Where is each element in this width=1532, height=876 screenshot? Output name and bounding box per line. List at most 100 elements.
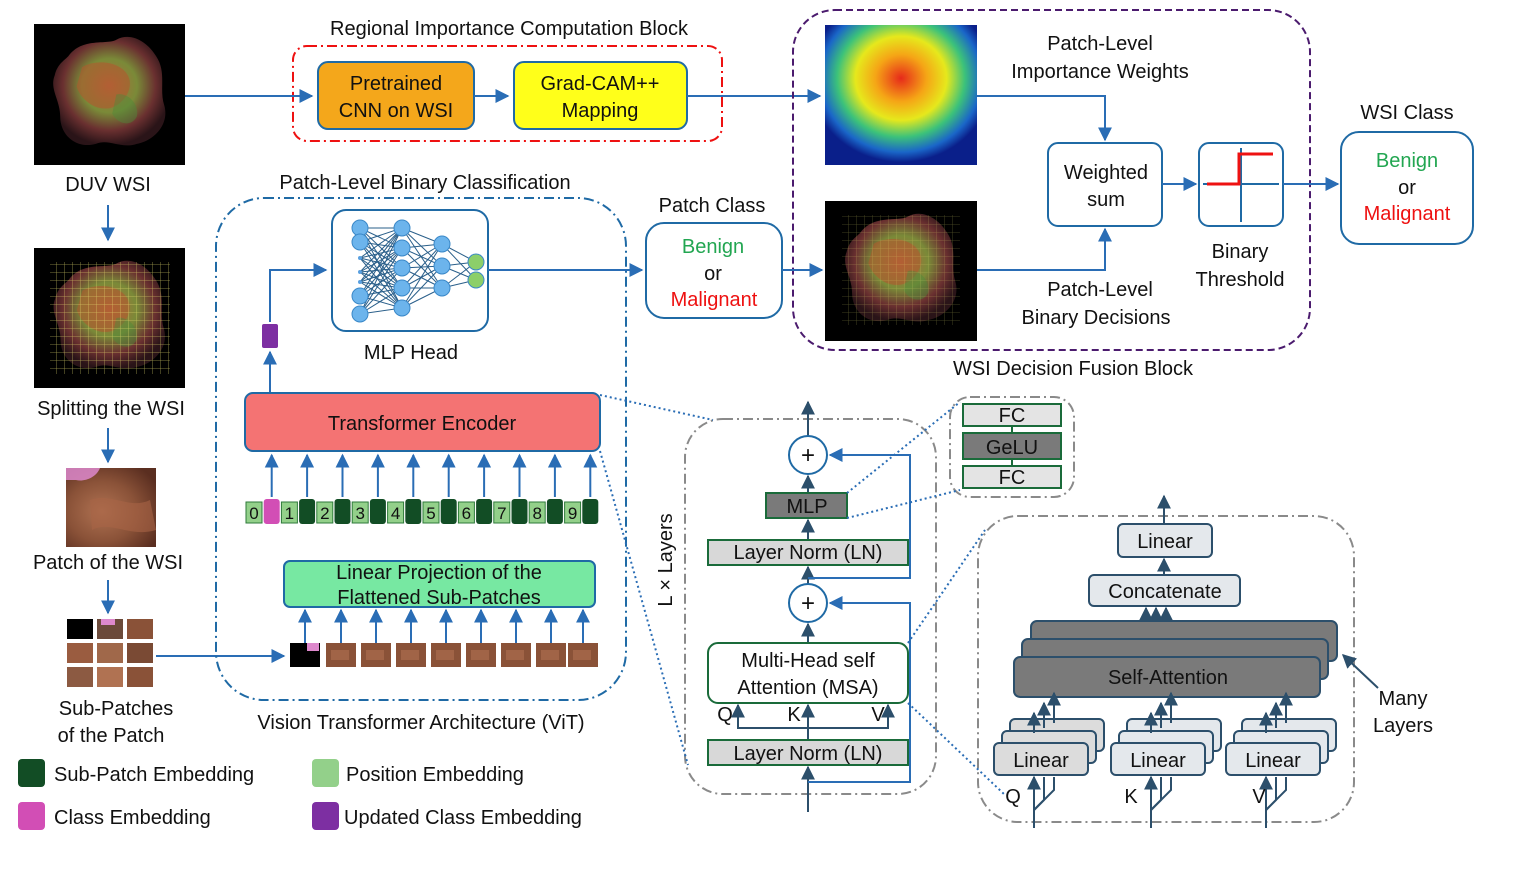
wsi-patch-image <box>66 468 156 547</box>
wsi-class-box: Benign or Malignant <box>1340 131 1474 245</box>
residual-add-top <box>788 435 828 475</box>
linear-stack-layer <box>993 742 1089 776</box>
plus-top-label: + <box>801 442 815 469</box>
position-embedding-token <box>387 501 405 524</box>
nn-node <box>351 287 369 305</box>
token-index-label: 6 <box>462 504 471 523</box>
linear-output-block: Linear <box>1117 523 1213 558</box>
sub-patch-embedding-token <box>405 499 422 524</box>
sub-patch-embedding-token <box>546 499 563 524</box>
gradcam-box: Grad-CAM++ Mapping <box>513 61 688 130</box>
nn-node <box>393 239 411 257</box>
nn-node <box>433 235 451 253</box>
cnn-label-line1: Pretrained <box>350 73 442 95</box>
position-embedding-token <box>493 501 511 524</box>
fc-top-block: FC <box>962 403 1062 427</box>
msa-block: Multi-Head self Attention (MSA) <box>707 642 909 704</box>
nn-node <box>393 219 411 237</box>
legend-label: Class Embedding <box>54 807 211 829</box>
mlp-detail-border <box>949 396 1075 498</box>
sub-patch-tile <box>97 643 123 663</box>
concatenate-block: Concatenate <box>1088 574 1241 607</box>
nn-node <box>393 299 411 317</box>
nn-node <box>351 305 369 323</box>
patch-or-label: or <box>704 263 722 285</box>
transformer-encoder-label: Transformer Encoder <box>328 413 517 435</box>
fc-bottom-block: FC <box>962 465 1062 489</box>
fc-bottom-label: FC <box>999 467 1026 489</box>
legend-swatch <box>18 759 45 787</box>
cnn-label-line2: CNN on WSI <box>339 100 453 122</box>
token-index-label: 5 <box>426 504 435 523</box>
fc-top-label: FC <box>999 405 1026 427</box>
patch-of-wsi-label: Patch of the WSI <box>33 552 183 574</box>
sub-patch-embedding-token <box>369 499 386 524</box>
legend-label: Position Embedding <box>346 764 524 786</box>
sub-patch-embedding-token <box>511 499 528 524</box>
nn-node <box>467 253 485 271</box>
token-index-label: 7 <box>497 504 506 523</box>
subpatch-arrows <box>298 608 590 643</box>
legend-swatch <box>312 759 339 787</box>
l-layers-label: L × Layers <box>655 513 677 606</box>
patch-class-box: Benign or Malignant <box>645 222 783 319</box>
class-embedding-token <box>263 499 280 524</box>
wsi-or-label: or <box>1398 177 1416 199</box>
position-embedding-token <box>422 501 440 524</box>
position-embedding-token <box>351 501 369 524</box>
importance-weights-line1: Patch-Level <box>1047 33 1153 55</box>
vit-title: Vision Transformer Architecture (ViT) <box>257 712 584 734</box>
token-index-label: 8 <box>532 504 541 523</box>
nn-node <box>433 279 451 297</box>
gradcam-label-line1: Grad-CAM++ <box>541 73 660 95</box>
linear-stack-layer <box>1110 742 1206 776</box>
wsi-benign-label: Benign <box>1376 150 1438 172</box>
subpatch-input-row <box>290 643 598 667</box>
position-embedding-token <box>316 501 334 524</box>
patch-class-title: Patch Class <box>659 195 766 217</box>
sub-patch-embedding-token <box>476 499 493 524</box>
regional-block-border <box>292 45 723 142</box>
legend-swatch <box>18 802 45 830</box>
subpatches-label-line2: of the Patch <box>58 725 165 747</box>
token-index-label: 9 <box>568 504 577 523</box>
binary-decision-image <box>825 201 977 341</box>
weighted-sum-line2: sum <box>1087 189 1125 211</box>
token-arrows <box>264 453 598 497</box>
sub-patches-grid <box>67 619 153 687</box>
sub-patch-tile <box>67 667 93 687</box>
transformer-encoder-box: Transformer Encoder <box>244 392 601 452</box>
token-index-label: 0 <box>249 504 258 523</box>
position-embedding-token <box>528 501 546 524</box>
position-embedding-token <box>564 501 582 524</box>
heatmap-image <box>825 25 977 165</box>
many-layers-line1: Many <box>1379 688 1428 710</box>
vit-block-border <box>215 197 627 701</box>
binary-threshold-line2: Threshold <box>1196 269 1285 291</box>
msa-v-label: V <box>871 704 885 726</box>
layer-norm-top-label: Layer Norm (LN) <box>734 542 883 564</box>
linear-stack-layer <box>1225 742 1321 776</box>
sub-patch-tile <box>127 643 153 663</box>
sub-patch-embedding-token <box>440 499 457 524</box>
token-index-label: 4 <box>391 504 400 523</box>
subpatches-label-line1: Sub-Patches <box>59 698 174 720</box>
patch-benign-label: Benign <box>682 236 744 258</box>
qkv-input-label: V <box>1252 786 1266 808</box>
sub-patch-embedding-token <box>299 499 316 524</box>
linear-projection-box: Linear Projection of the Flattened Sub-P… <box>283 560 596 609</box>
importance-weights-line2: Importance Weights <box>1011 61 1189 83</box>
nn-node <box>433 257 451 275</box>
position-embedding-token <box>245 501 263 524</box>
gradcam-label-line2: Mapping <box>562 100 639 122</box>
binary-threshold-line1: Binary <box>1212 241 1269 263</box>
nn-node <box>393 259 411 277</box>
layer-norm-bottom-label: Layer Norm (LN) <box>734 743 883 765</box>
encoder-detail-border <box>684 418 937 795</box>
mlp-head-label: MLP Head <box>364 342 458 364</box>
qkv-input-label: Q <box>1005 786 1021 808</box>
msa-line1: Multi-Head self <box>741 650 875 672</box>
